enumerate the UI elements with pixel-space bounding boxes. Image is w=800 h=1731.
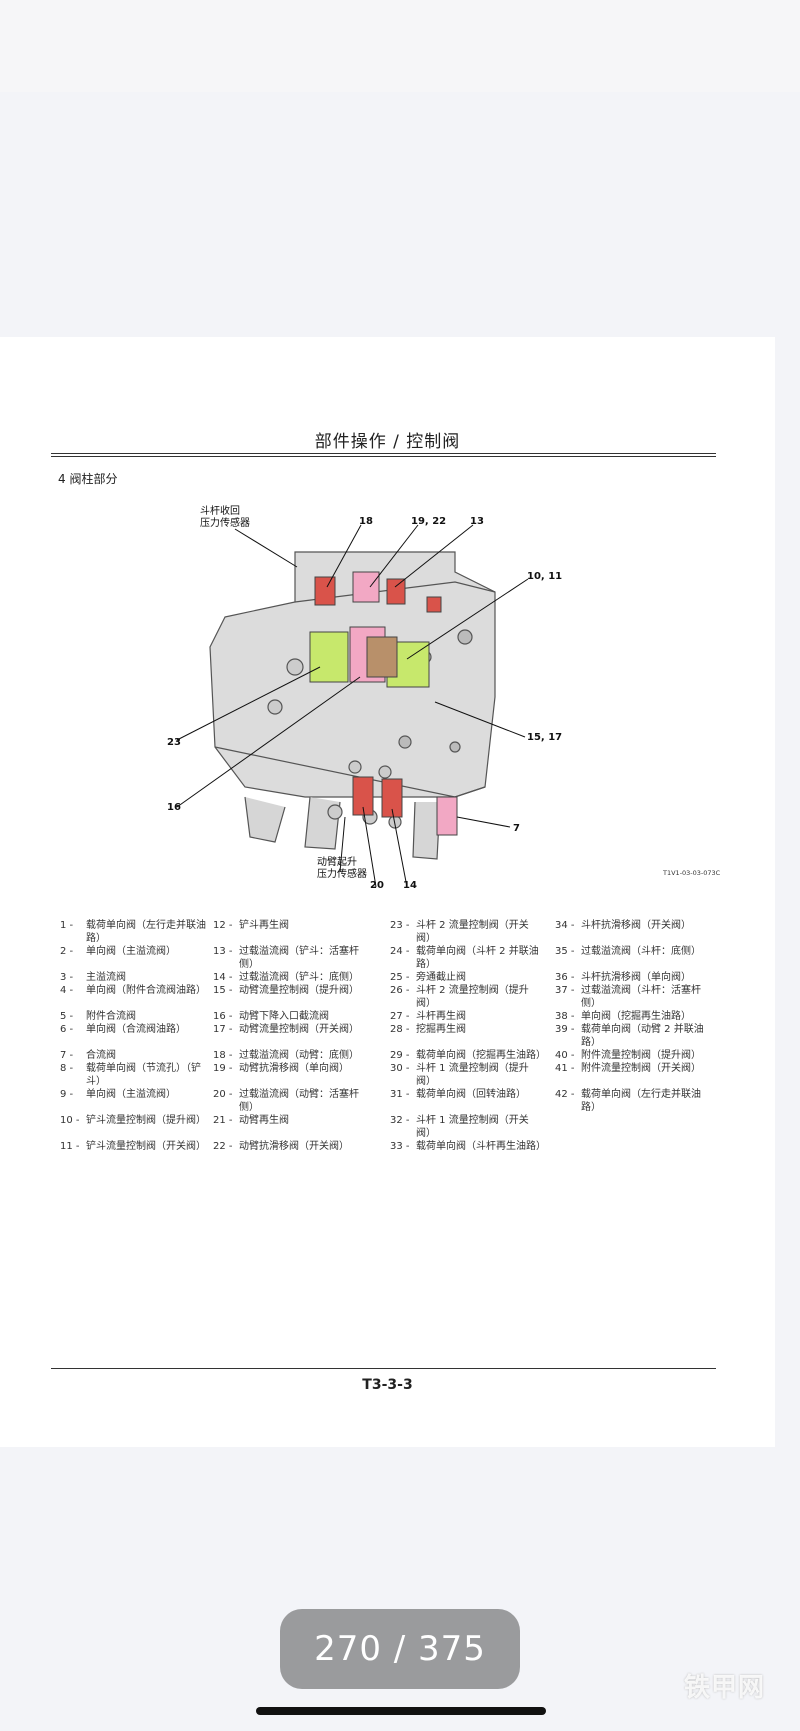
legend-item: 11 -铲斗流量控制阀（开关阀） — [60, 1141, 206, 1152]
pink-valve-19-22 — [352, 571, 380, 603]
legend-item: 26 -斗杆 2 流量控制阀（提升阀） — [390, 985, 529, 1009]
legend-item: 29 -载荷单向阀（挖掘再生油路） — [390, 1050, 546, 1061]
legend-item: 30 -斗杆 1 流量控制阀（提升阀） — [390, 1063, 529, 1087]
legend-item: 17 -动臂流量控制阀（开关阀） — [213, 1024, 359, 1035]
legend-item: 39 -载荷单向阀（动臂 2 并联油路） — [555, 1024, 704, 1048]
viewer-top-band — [0, 0, 800, 92]
label-15-17: 15, 17 — [527, 732, 562, 743]
label-23: 23 — [167, 737, 181, 748]
label-19-22: 19, 22 — [411, 516, 446, 527]
legend-item: 8 -载荷单向阀（节流孔）（铲斗） — [60, 1063, 201, 1087]
figure-reference: T1V1-03-03-073C — [663, 869, 721, 877]
red-valve-13 — [386, 578, 406, 605]
page-number: T3-3-3 — [362, 1377, 413, 1393]
legend-item: 38 -单向阀（挖掘再生油路） — [555, 1011, 691, 1022]
legend-item: 20 -过载溢流阀（动臂：活塞杆侧） — [213, 1089, 359, 1113]
legend-item: 1 -载荷单向阀（左行走并联油路） — [60, 920, 206, 944]
legend-item: 28 -挖掘再生阀 — [390, 1024, 466, 1035]
brown-valve — [366, 636, 398, 678]
legend-item: 36 -斗杆抗滑移阀（单向阀） — [555, 972, 691, 983]
label-20: 20 — [370, 880, 384, 891]
legend-item: 19 -动臂抗滑移阀（单向阀） — [213, 1063, 349, 1074]
legend-item: 16 -动臂下降入口截流阀 — [213, 1011, 329, 1022]
label-sensor-top-2: 压力传感器 — [200, 516, 250, 529]
red-valve-20 — [352, 776, 374, 816]
legend-item: 13 -过载溢流阀（铲斗：活塞杆侧） — [213, 946, 359, 970]
control-valve-illustration: 斗杆收回 压力传感器 18 19, 22 13 10, 11 23 15, 17… — [167, 504, 562, 891]
leader-lines — [176, 524, 529, 888]
legend-item: 14 -过载溢流阀（铲斗：底侧） — [213, 972, 359, 983]
label-sensor-top-1: 斗杆收回 — [200, 504, 240, 517]
legend-item: 41 -附件流量控制阀（开关阀） — [555, 1063, 701, 1074]
page-indicator[interactable]: 270 / 375 — [280, 1609, 520, 1689]
legend-item: 3 -主溢流阀 — [60, 972, 126, 983]
legend-item: 37 -过载溢流阀（斗杆：活塞杆侧） — [555, 985, 701, 1009]
label-sensor-bottom-2: 压力传感器 — [317, 867, 367, 880]
legend-item: 6 -单向阀（合流阀油路） — [60, 1024, 186, 1035]
header-rule — [51, 453, 716, 454]
legend-item: 24 -载荷单向阀（斗杆 2 并联油路） — [390, 946, 539, 970]
legend-item: 34 -斗杆抗滑移阀（开关阀） — [555, 920, 691, 931]
highlighted-valves — [309, 571, 458, 836]
legend-item: 9 -单向阀（主溢流阀） — [60, 1089, 176, 1100]
legend-item: 7 -合流阀 — [60, 1050, 116, 1061]
label-7: 7 — [513, 823, 520, 834]
legend-item: 4 -单向阀（附件合流阀油路） — [60, 985, 206, 996]
label-sensor-bottom-1: 动臂起升 — [317, 855, 357, 868]
legend-item: 12 -铲斗再生阀 — [213, 920, 289, 931]
label-14: 14 — [403, 880, 417, 891]
legend-item: 27 -斗杆再生阀 — [390, 1011, 466, 1022]
watermark-logo: 铁甲网 — [684, 1673, 766, 1703]
label-16: 16 — [167, 802, 181, 813]
label-10-11: 10, 11 — [527, 571, 562, 582]
home-indicator[interactable] — [256, 1707, 546, 1715]
legend-item: 42 -载荷单向阀（左行走并联油路） — [555, 1089, 701, 1113]
page-header: 部件操作 / 控制阀 — [314, 432, 461, 452]
legend-item: 33 -载荷单向阀（斗杆再生油路） — [390, 1141, 546, 1152]
green-valve-left — [309, 631, 349, 683]
page-shadow-edge — [775, 337, 800, 1447]
legend-item: 15 -动臂流量控制阀（提升阀） — [213, 985, 359, 996]
legend-item: 10 -铲斗流量控制阀（提升阀） — [60, 1115, 206, 1126]
pink-valve-7 — [436, 796, 458, 836]
legend-item: 21 -动臂再生阀 — [213, 1115, 289, 1126]
legend-item: 40 -附件流量控制阀（提升阀） — [555, 1050, 701, 1061]
legend-item: 2 -单向阀（主溢流阀） — [60, 946, 176, 957]
label-18: 18 — [359, 516, 373, 527]
red-valve-small — [426, 596, 442, 613]
footer-rule — [51, 1368, 716, 1369]
legend-item: 23 -斗杆 2 流量控制阀（开关阀） — [390, 920, 529, 944]
header-rule-thin — [51, 456, 716, 457]
legend-item: 5 -附件合流阀 — [60, 1011, 136, 1022]
section-title: 4 阀柱部分 — [58, 472, 118, 486]
legend-item: 25 -旁通截止阀 — [390, 972, 466, 983]
legend-item: 31 -载荷单向阀（回转油路） — [390, 1089, 526, 1100]
red-valve-14 — [381, 778, 403, 818]
legend-item: 32 -斗杆 1 流量控制阀（开关阀） — [390, 1115, 529, 1139]
label-13: 13 — [470, 516, 484, 527]
legend-item: 35 -过载溢流阀（斗杆：底侧） — [555, 946, 701, 957]
legend-item: 22 -动臂抗滑移阀（开关阀） — [213, 1141, 349, 1152]
red-valve-18 — [314, 576, 336, 606]
document-page[interactable]: 部件操作 / 控制阀 4 阀柱部分 — [0, 337, 775, 1447]
legend-item: 18 -过载溢流阀（动臂：底侧） — [213, 1050, 359, 1061]
